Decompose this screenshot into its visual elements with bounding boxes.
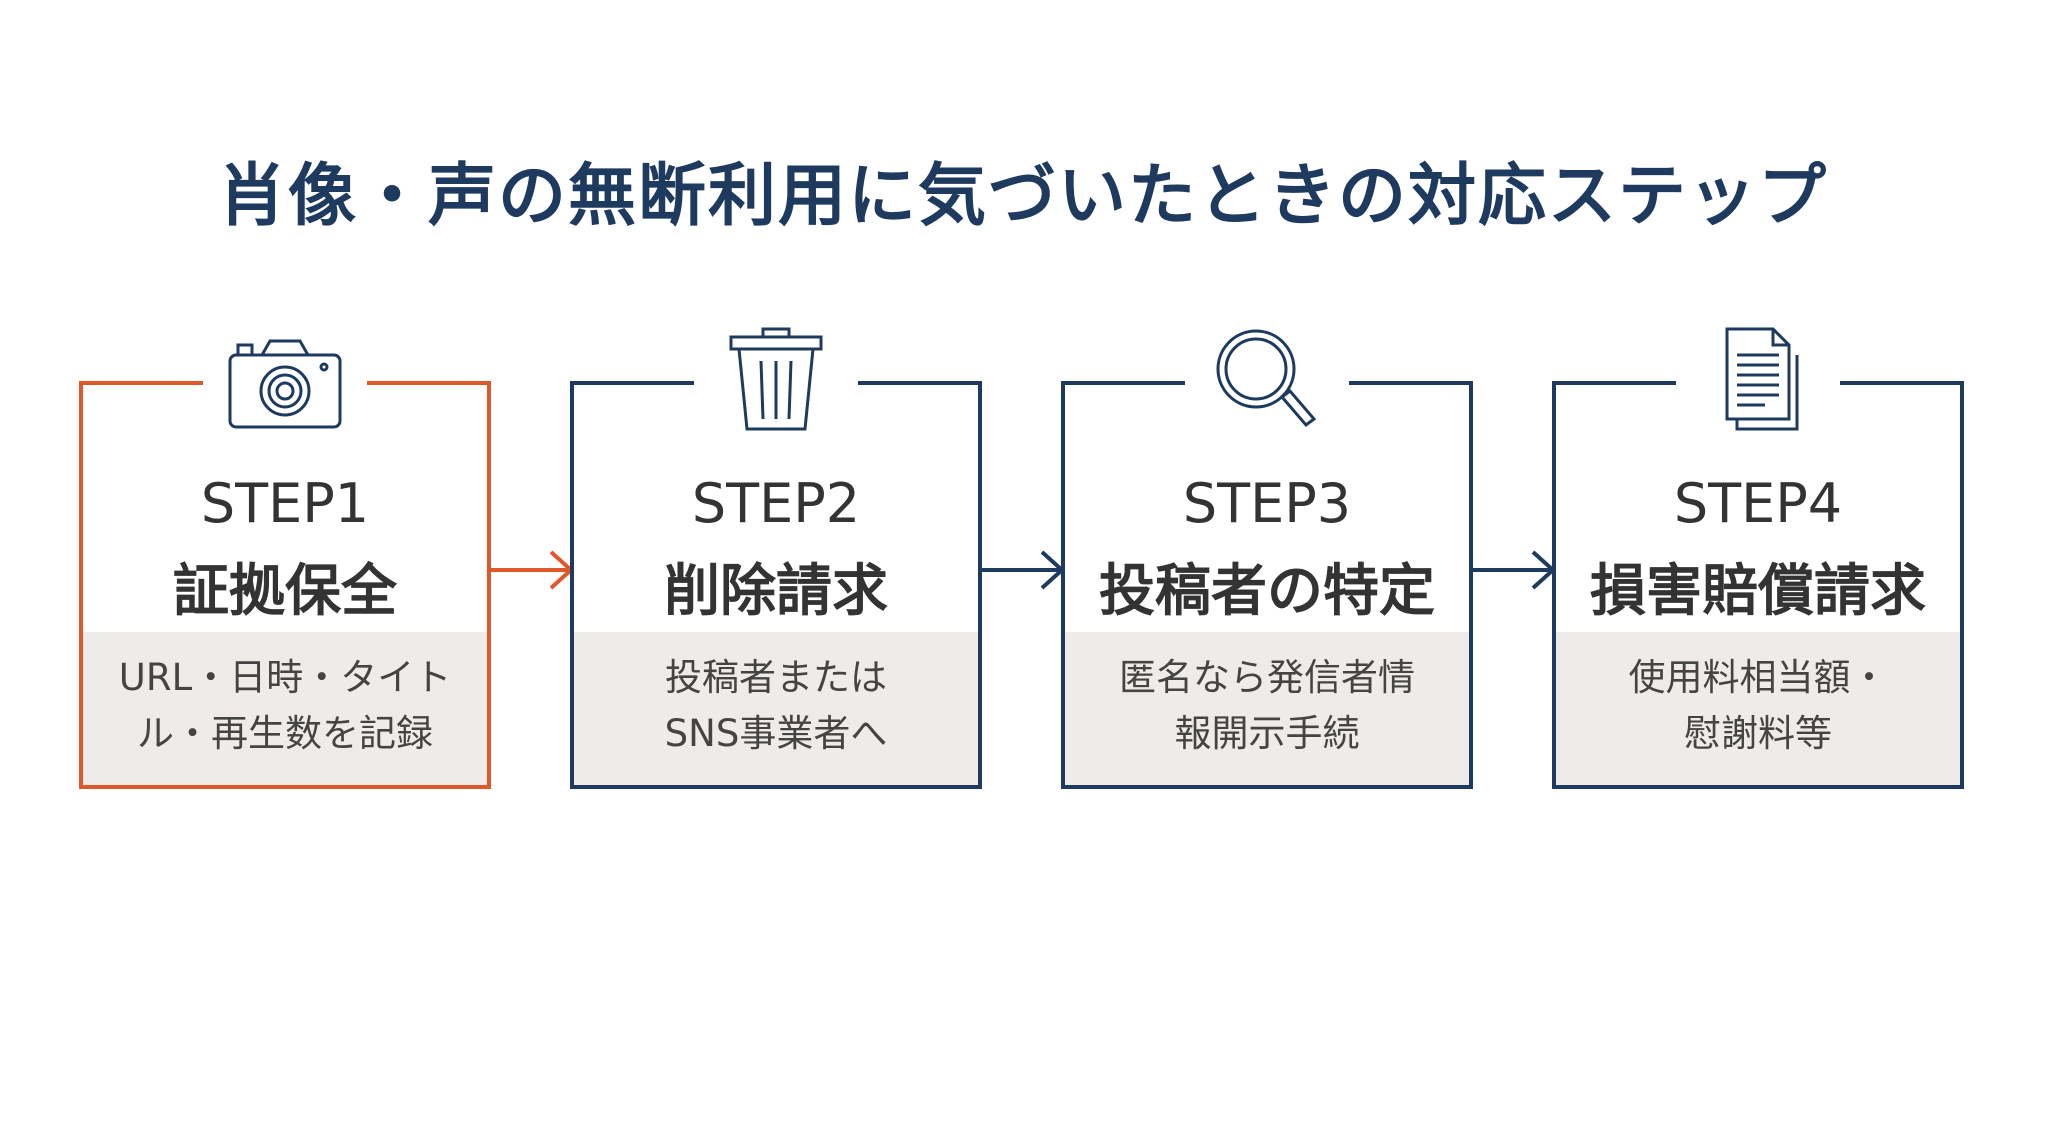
step-detail-line: 投稿者または — [665, 656, 887, 699]
step-detail: 使用料相当額・ 慰謝料等 — [1556, 632, 1960, 785]
step-number: STEP1 — [200, 472, 370, 535]
step-detail-line: 匿名なら発信者情 — [1119, 656, 1415, 699]
arrow-right-icon — [980, 550, 1065, 590]
step-number: STEP2 — [691, 472, 861, 535]
step-detail: 投稿者または SNS事業者へ — [574, 632, 978, 785]
step-number: STEP4 — [1673, 472, 1843, 535]
step-name: 損害賠償請求 — [1590, 559, 1926, 624]
step-number: STEP3 — [1182, 472, 1352, 535]
magnifier-icon — [1202, 325, 1332, 435]
camera-icon — [220, 325, 350, 435]
step-1-frame — [79, 381, 491, 789]
step-detail-line: 使用料相当額・ — [1628, 656, 1888, 699]
step-1-card: STEP1 証拠保全 URL・日時・タイト ル・再生数を記録 — [78, 339, 492, 790]
step-name: 証拠保全 — [173, 559, 397, 624]
step-4-card: STEP4 損害賠償請求 使用料相当額・ 慰謝料等 — [1551, 327, 1965, 790]
step-3-frame — [1061, 381, 1473, 789]
step-detail-line: URL・日時・タイト — [118, 656, 452, 699]
step-detail: URL・日時・タイト ル・再生数を記録 — [83, 632, 487, 785]
step-detail-line: 慰謝料等 — [1684, 712, 1832, 755]
step-2-card: STEP2 削除請求 投稿者または SNS事業者へ — [569, 327, 983, 790]
page-title: 肖像・声の無断利用に気づいたときの対応ステップ — [217, 157, 1828, 236]
step-name: 投稿者の特定 — [1099, 559, 1435, 624]
trash-icon — [711, 325, 841, 435]
arrow-right-icon — [1471, 550, 1556, 590]
step-name: 削除請求 — [664, 559, 888, 624]
document-icon — [1693, 325, 1823, 435]
step-4-frame — [1552, 381, 1964, 789]
step-3-card: STEP3 投稿者の特定 匿名なら発信者情 報開示手続 — [1060, 329, 1474, 790]
step-2-frame — [570, 381, 982, 789]
step-detail-line: ル・再生数を記録 — [137, 712, 433, 755]
step-detail-line: SNS事業者へ — [664, 712, 888, 755]
arrow-right-icon — [489, 550, 574, 590]
step-detail-line: 報開示手続 — [1174, 712, 1360, 755]
step-detail: 匿名なら発信者情 報開示手続 — [1065, 632, 1469, 785]
